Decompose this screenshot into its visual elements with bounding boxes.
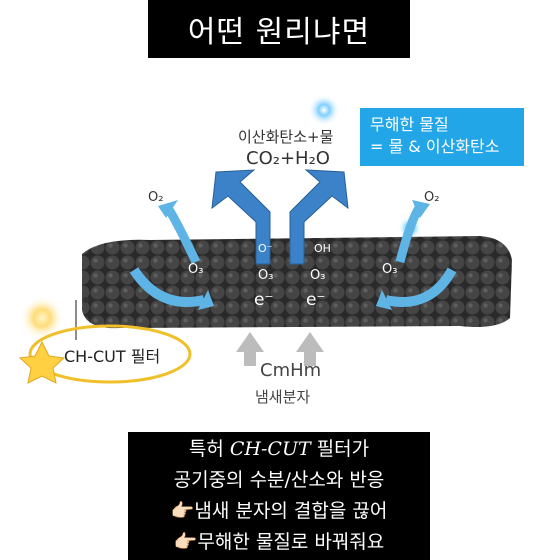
inner-arrowhead-2 xyxy=(376,290,392,310)
blue-glow-top xyxy=(308,94,340,126)
co2-formula: CO₂+H₂O xyxy=(246,148,330,169)
harmless-callout: 무해한 물질 = 물 & 이산화탄소 xyxy=(360,108,524,166)
oh-left-label: O⁻ xyxy=(258,242,273,255)
o2-right-label: O₂ xyxy=(424,190,440,205)
o3-label-2: O₃ xyxy=(258,268,274,283)
pointer-icon-1: 👉🏻 xyxy=(170,500,195,522)
caption-line1-suffix: 필터가 xyxy=(310,438,370,460)
inner-arrow-2 xyxy=(384,267,457,307)
o2-arrowhead-left xyxy=(158,200,178,218)
harmless-line1: 무해한 물질 xyxy=(370,115,449,134)
caption-line1: 특허 CH-CUT 필터가 xyxy=(128,434,430,465)
o2-arrowhead-right xyxy=(412,200,430,218)
highlight-ring xyxy=(28,324,192,384)
electron-right: e⁻ xyxy=(306,290,326,310)
electron-left: e⁻ xyxy=(254,290,274,310)
o3-label-1: O₃ xyxy=(188,262,204,277)
o3-label-3: O₃ xyxy=(310,268,326,283)
caption-box: 특허 CH-CUT 필터가 공기중의 수분/산소와 반응 👉🏻냄새 분자의 결합… xyxy=(128,432,430,560)
yellow-glow xyxy=(20,296,64,340)
co2-korean-label: 이산화탄소+물 xyxy=(238,128,334,146)
o2-left-label: O₂ xyxy=(148,190,164,205)
page-title: 어떤 원리냐면 xyxy=(148,0,410,58)
arrow-up-left xyxy=(211,169,271,265)
inner-arrow-1 xyxy=(129,267,206,307)
filter-label: CH-CUT 필터 xyxy=(64,347,161,366)
filter-callout-dot xyxy=(83,297,89,303)
caption-line3-text: 냄새 분자의 결합을 끊어 xyxy=(194,500,388,522)
caption-line4: 👉🏻무해한 물질로 바꿔줘요 xyxy=(128,527,430,558)
star-icon xyxy=(18,340,66,384)
oh-right-label: OH xyxy=(314,242,331,255)
caption-line2: 공기중의 수분/산소와 반응 xyxy=(173,469,385,491)
caption-line1-prefix: 특허 xyxy=(188,438,230,460)
harmless-line2: = 물 & 이산화탄소 xyxy=(370,137,500,156)
caption-brand: CH-CUT xyxy=(229,438,311,460)
cmhm-formula: CmHm xyxy=(260,360,322,381)
gray-arrow-left xyxy=(236,332,264,366)
odor-molecule-label: 냄새분자 xyxy=(255,388,311,406)
pointer-icon-2: 👉🏻 xyxy=(173,531,198,553)
caption-line4-text: 무해한 물질로 바꿔줘요 xyxy=(197,531,385,553)
inner-arrowhead-1 xyxy=(198,290,214,310)
gray-arrow-right xyxy=(296,332,324,366)
arrow-up-right xyxy=(289,169,349,265)
o3-label-4: O₃ xyxy=(382,262,398,277)
caption-line3: 👉🏻냄새 분자의 결합을 끊어 xyxy=(128,496,430,527)
page-title-text: 어떤 원리냐면 xyxy=(187,15,371,50)
